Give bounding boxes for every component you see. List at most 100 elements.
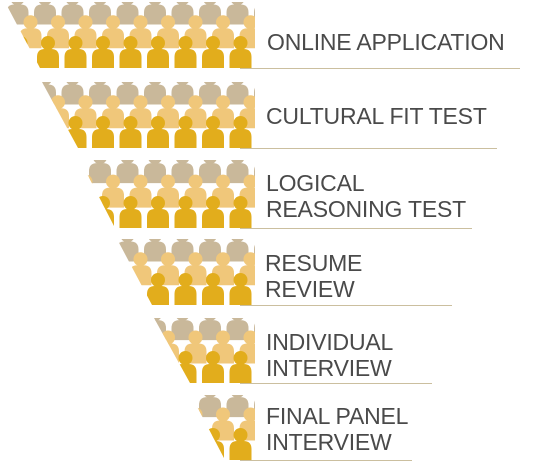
person-icon: [0, 331, 14, 364]
person-icon: [254, 4, 255, 25]
person-icon: [89, 384, 111, 417]
person-icon: [7, 228, 29, 261]
person-icon: [144, 2, 166, 25]
person-icon: [0, 71, 1, 104]
person-icon: [0, 408, 14, 441]
person-icon: [229, 351, 252, 383]
person-icon: [20, 175, 42, 208]
person-icon: [92, 36, 114, 68]
person-icon: [199, 239, 221, 262]
person-icon: [147, 428, 169, 461]
person-icon: [10, 273, 32, 306]
person-icon: [202, 116, 224, 148]
person-icon: [37, 36, 59, 68]
person-icon: [174, 116, 197, 148]
funnel-stage-5: [0, 307, 255, 384]
stage-label-individual-interview: INDIVIDUAL INTERVIEW: [266, 329, 393, 381]
person-icon: [229, 196, 252, 228]
person-icon: [75, 408, 97, 441]
stage-label-final-panel-interview: FINAL PANEL INTERVIEW: [266, 403, 408, 455]
person-icon: [0, 36, 4, 69]
person-icon: [34, 2, 56, 25]
person-icon: [130, 408, 152, 441]
person-icon: [226, 160, 249, 184]
person-icon: [20, 252, 42, 285]
stage-label-line1: CULTURAL FIT TEST: [266, 103, 487, 129]
person-icon: [34, 150, 56, 183]
person-icon: [229, 36, 252, 68]
funnel-stage-1: [0, 0, 255, 69]
person-icon: [20, 408, 42, 441]
person-icon: [47, 408, 69, 441]
person-icon: [0, 0, 1, 24]
person-icon: [37, 196, 59, 229]
person-icon: [47, 331, 69, 364]
person-icon: [199, 318, 221, 341]
person-icon: [89, 228, 111, 261]
person-icon: [147, 273, 169, 305]
person-icon: [37, 428, 59, 461]
person-icon: [154, 318, 166, 341]
stage-label-logical-reasoning-test: LOGICAL REASONING TEST: [266, 170, 466, 222]
person-icon: [47, 175, 69, 208]
person-icon: [130, 331, 152, 364]
stage-label-line1: LOGICAL: [266, 170, 365, 196]
person-icon: [116, 160, 139, 184]
person-icon: [171, 2, 194, 25]
stage-label-online-application: ONLINE APPLICATION: [267, 29, 505, 55]
stage-label-line1: ONLINE APPLICATION: [267, 29, 505, 55]
person-icon: [171, 160, 194, 184]
person-icon: [147, 36, 169, 68]
person-icon: [144, 384, 166, 417]
person-icon: [226, 2, 249, 25]
person-icon: [202, 351, 224, 383]
person-icon: [62, 384, 84, 417]
person-icon: [174, 36, 197, 68]
person-icon: [42, 116, 59, 148]
person-icon: [92, 428, 114, 461]
funnel-stage-2: [0, 71, 255, 148]
person-icon: [34, 228, 56, 261]
person-icon: [120, 351, 142, 384]
person-icon: [89, 160, 111, 184]
person-icon: [37, 351, 59, 384]
person-icon: [102, 331, 124, 364]
person-icon: [64, 36, 87, 68]
person-icon: [254, 84, 255, 105]
person-icon: [199, 2, 221, 25]
stage-label-line2: REVIEW: [265, 276, 355, 302]
person-icon: [116, 82, 139, 105]
person-icon: [0, 196, 4, 229]
person-icon: [10, 196, 32, 229]
person-icon: [144, 160, 166, 184]
person-icon: [117, 384, 139, 417]
person-icon: [47, 252, 69, 285]
person-icon: [0, 273, 4, 306]
person-icon: [119, 196, 142, 228]
person-icon: [61, 2, 84, 25]
person-icon: [80, 163, 84, 184]
person-icon: [154, 351, 169, 383]
person-icon: [65, 428, 87, 461]
stage-label-line2: INTERVIEW: [266, 429, 392, 455]
person-icon: [0, 150, 1, 183]
stage-label-line1: INDIVIDUAL: [266, 329, 394, 355]
stage-label-line1: FINAL PANEL: [266, 403, 409, 429]
person-icon: [0, 428, 4, 461]
person-icon: [174, 273, 197, 305]
person-icon: [20, 95, 42, 128]
person-icon: [199, 395, 221, 418]
person-icon: [65, 273, 87, 306]
person-icon: [171, 318, 194, 341]
person-icon: [157, 408, 179, 441]
person-icon: [75, 331, 97, 364]
person-icon: [5, 15, 14, 49]
funnel-stage-4: [0, 228, 255, 306]
person-icon: [144, 82, 166, 105]
stage-label-resume-review: RESUME REVIEW: [265, 250, 362, 302]
person-icon: [202, 196, 224, 228]
person-icon: [191, 428, 197, 460]
person-icon: [89, 307, 111, 340]
stage-label-line2: REASONING TEST: [266, 196, 466, 222]
